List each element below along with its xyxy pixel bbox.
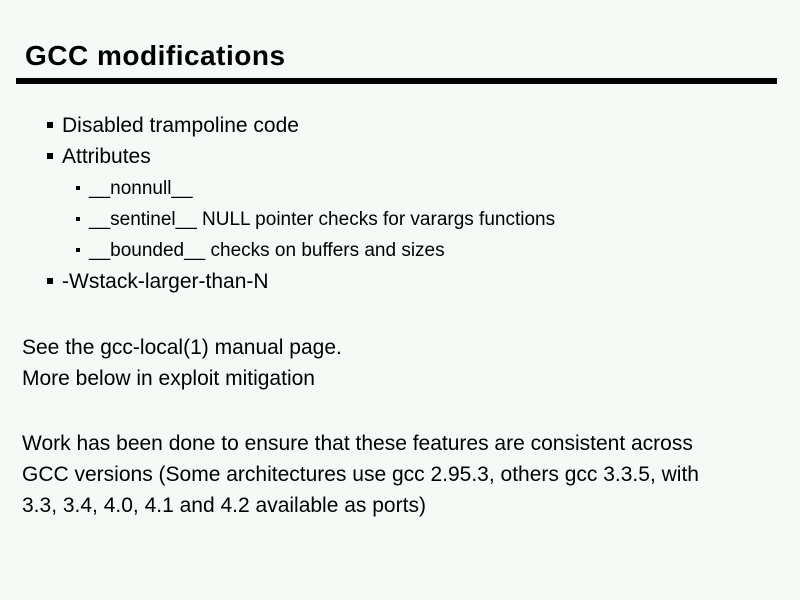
square-bullet-icon [76, 217, 80, 221]
square-bullet-icon [47, 122, 53, 128]
page-title: GCC modifications [25, 40, 286, 71]
bullet-text: __sentinel__ NULL pointer checks for var… [89, 209, 556, 230]
bullet-item: Disabled trampoline code [47, 114, 299, 138]
note-line: More below in exploit mitigation [22, 367, 315, 390]
bullet-item: -Wstack-larger-than-N [47, 270, 269, 294]
bullet-text: -Wstack-larger-than-N [62, 270, 269, 293]
paragraph-line: GCC versions (Some architectures use gcc… [22, 463, 699, 486]
bullet-text: __nonnull__ [89, 178, 193, 199]
bullet-text: __bounded__ checks on buffers and sizes [89, 240, 445, 261]
square-bullet-icon [47, 278, 53, 284]
bullet-item: Attributes [47, 145, 151, 169]
paragraph-line: 3.3, 3.4, 4.0, 4.1 and 4.2 available as … [22, 494, 426, 517]
bullet-item: __nonnull__ [76, 178, 193, 200]
bullet-item: __bounded__ checks on buffers and sizes [76, 240, 445, 262]
title-underline [16, 78, 777, 84]
bullet-item: __sentinel__ NULL pointer checks for var… [76, 209, 556, 231]
note-line: See the gcc-local(1) manual page. [22, 336, 342, 359]
paragraph-line: Work has been done to ensure that these … [22, 432, 693, 455]
square-bullet-icon [76, 186, 80, 190]
square-bullet-icon [76, 248, 80, 252]
square-bullet-icon [47, 153, 53, 159]
bullet-text: Attributes [62, 145, 151, 168]
bullet-text: Disabled trampoline code [62, 114, 299, 137]
